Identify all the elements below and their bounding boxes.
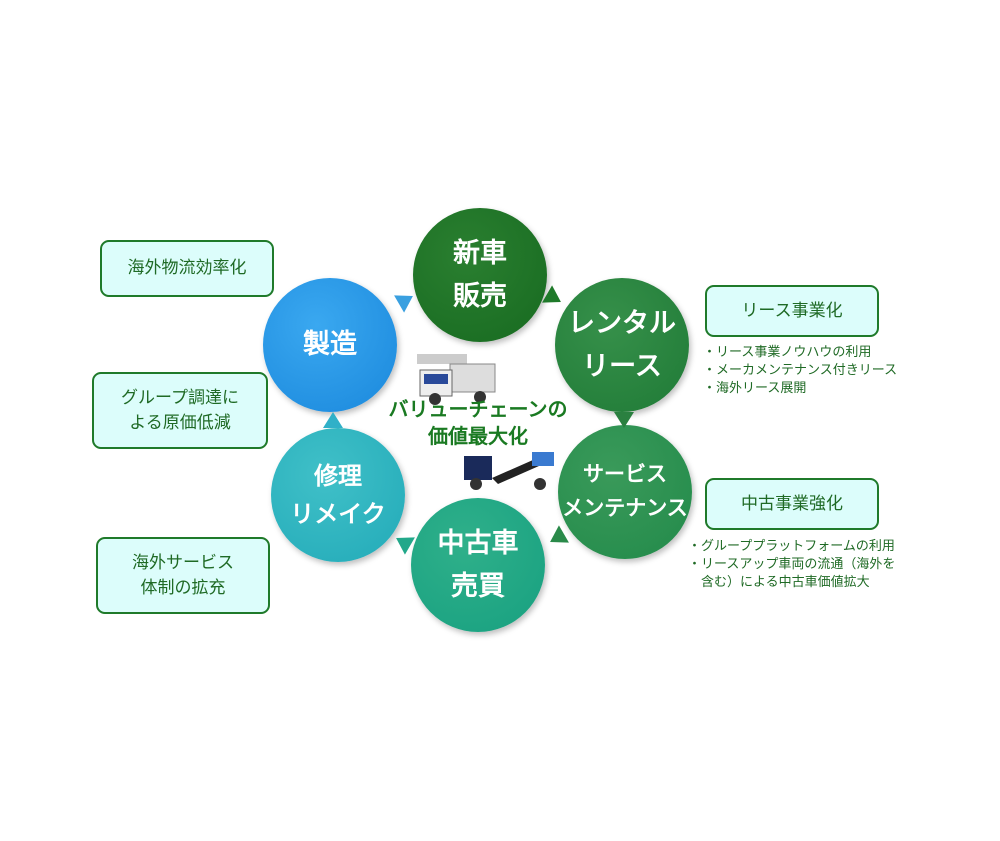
lift-vehicle-image	[464, 452, 554, 490]
circle-used-car-trade: 中古車売買	[411, 498, 545, 632]
box-text: 海外サービス	[132, 552, 234, 573]
circle-new-car-sales: 新車販売	[413, 208, 547, 342]
circle-manufacturing: 製造	[263, 278, 397, 412]
used-bullets: ・グループプラットフォームの利用 ・リースアップ車両の流通（海外を 含む）による…	[688, 538, 895, 593]
label: 製造	[303, 329, 357, 361]
box-text: リース事業化	[741, 300, 843, 321]
circle-repair-remake: 修理リメイク	[271, 428, 405, 562]
title-line: バリューチェーンの	[388, 397, 568, 421]
left-box-logistics: 海外物流効率化	[100, 240, 274, 297]
label: サービス	[583, 462, 667, 487]
label: 中古車	[437, 527, 519, 559]
bullet: ・海外リース展開	[703, 381, 807, 397]
box-text: よる原価低減	[129, 412, 231, 433]
box-text: 海外物流効率化	[127, 258, 247, 279]
arrow-icon	[614, 412, 634, 428]
box-text: グループ調達に	[121, 387, 239, 408]
box-text: 体制の拡充	[140, 577, 226, 598]
lease-bullets: ・リース事業ノウハウの利用 ・メーカメンテナンス付きリース ・海外リース展開	[703, 344, 897, 399]
bullet: ・リース事業ノウハウの利用	[703, 345, 872, 360]
arrow-icon	[323, 412, 343, 428]
label: 売買	[451, 571, 505, 602]
arrow-icon	[545, 525, 569, 551]
bullet: ・リースアップ車両の流通（海外を	[688, 557, 896, 573]
label: 新車	[453, 237, 507, 269]
label: 販売	[453, 281, 507, 312]
arrow-icon	[542, 285, 566, 311]
label: リメイク	[290, 500, 386, 528]
aerial-truck-image	[417, 354, 496, 405]
bullet: 含む）による中古車価値拡大	[688, 575, 870, 591]
label: レンタル	[568, 307, 676, 339]
circle-rental-lease: レンタルリース	[555, 278, 689, 412]
right-box-used-business: 中古事業強化	[705, 478, 879, 530]
box-text: 中古事業強化	[741, 493, 843, 514]
title-line: 価値最大化	[428, 424, 528, 448]
right-box-lease: リース事業化	[705, 285, 879, 337]
bullet: ・メーカメンテナンス付きリース	[703, 363, 898, 379]
label: 修理	[314, 461, 362, 490]
circle-service-maintenance: サービスメンテナンス	[558, 425, 692, 559]
label: メンテナンス	[562, 496, 688, 520]
left-box-procurement: グループ調達による原価低減	[92, 372, 268, 449]
label: リース	[582, 351, 662, 382]
bullet: ・グループプラットフォームの利用	[688, 539, 895, 554]
value-chain-title: バリューチェーンの 価値最大化	[388, 396, 568, 450]
left-box-overseas-service: 海外サービス体制の拡充	[96, 537, 270, 614]
